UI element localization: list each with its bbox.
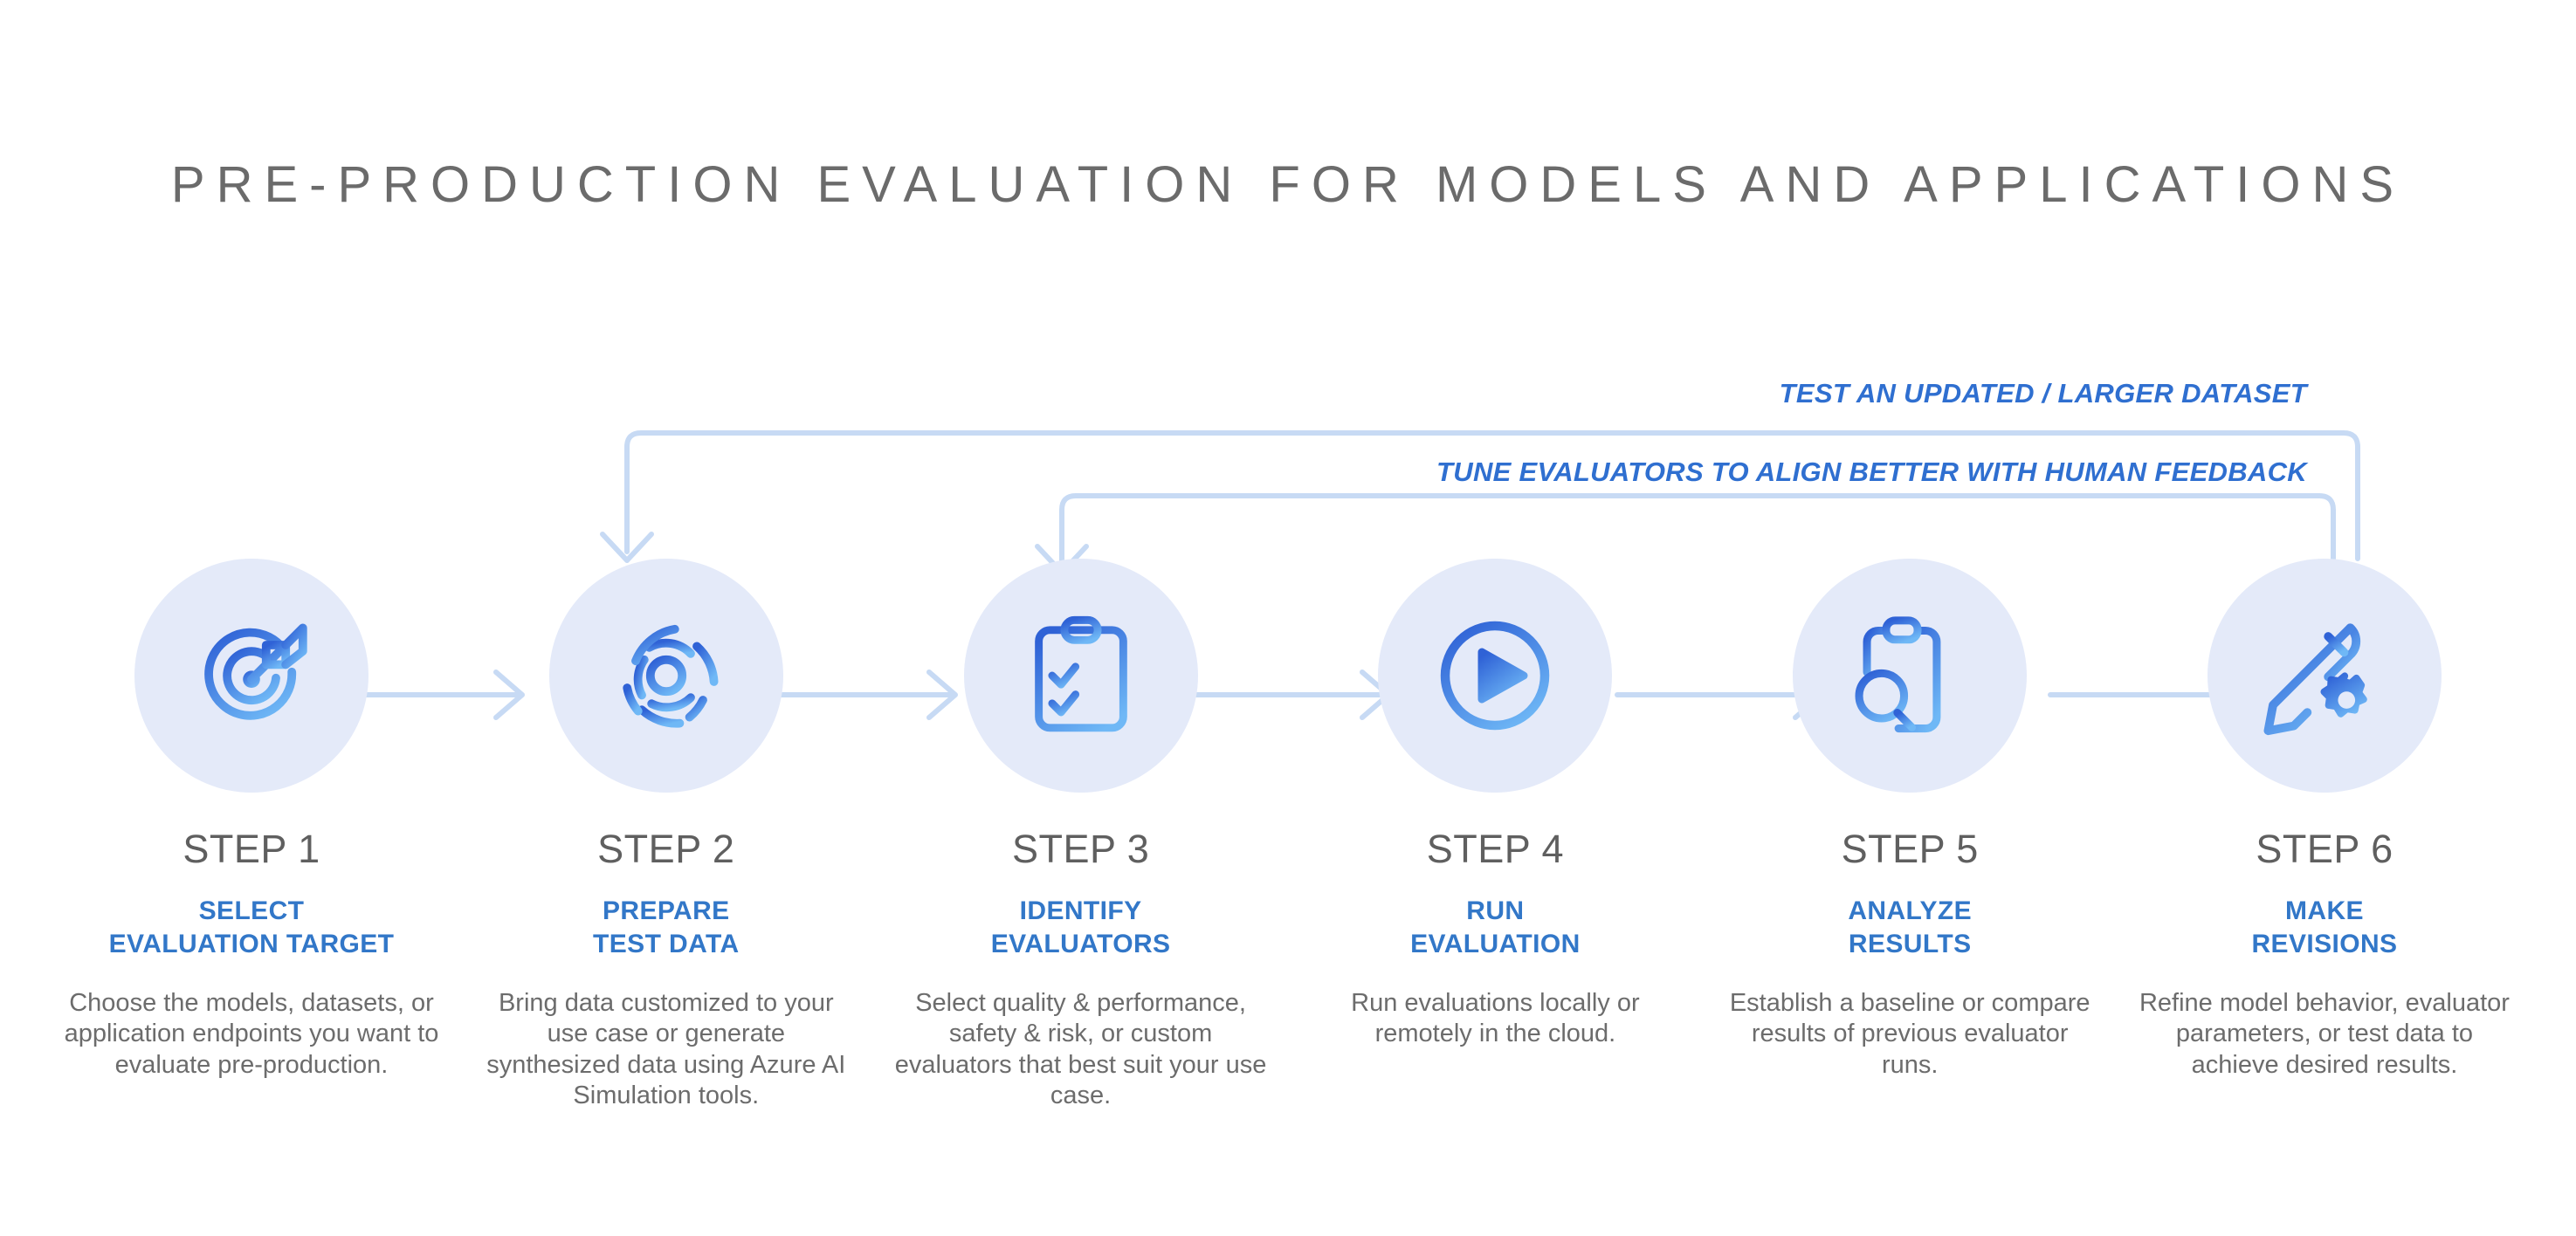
step-number-4: STEP 4 [1426, 827, 1565, 871]
step-icon-circle-3[interactable] [963, 559, 1198, 793]
step-subtitle-line: IDENTIFY [1019, 896, 1142, 925]
step-item-1[interactable]: STEP 1 SELECT EVALUATION TARGET Choose t… [54, 559, 449, 1112]
step-subtitle-line: MAKE [2285, 896, 2364, 925]
step-subtitle-line: EVALUATION [1410, 929, 1581, 958]
step-subtitle-line: PREPARE [602, 896, 730, 925]
step-number-6: STEP 6 [2256, 827, 2393, 871]
step-description-5: Establish a baseline or compare results … [1729, 989, 2090, 1079]
step-number-2: STEP 2 [597, 827, 735, 871]
step-subtitle-5: ANALYZE RESULTS [1848, 895, 1972, 960]
clipboard-checklist-icon [1034, 615, 1127, 732]
step-item-6[interactable]: STEP 6 MAKE REVISIONS Refine model behav… [2127, 559, 2522, 1112]
step-subtitle-line: EVALUATION TARGET [108, 929, 395, 958]
step-description-3: Select quality & performance, safety & r… [894, 989, 1267, 1110]
page-title: PRE-PRODUCTION EVALUATION FOR MODELS AND… [170, 156, 2406, 213]
step-subtitle-line: RESULTS [1848, 929, 1972, 958]
steps-row: STEP 1 SELECT EVALUATION TARGET Choose t… [0, 559, 2576, 1112]
step-icon-circle-6[interactable] [2207, 559, 2442, 793]
step-description-4: Run evaluations locally or remotely in t… [1351, 989, 1640, 1048]
feedback-loop-label-evaluators: TUNE EVALUATORS TO ALIGN BETTER WITH HUM… [1436, 457, 2307, 487]
feedback-loop-label-dataset: TEST AN UPDATED / LARGER DATASET [1779, 378, 2307, 409]
step-item-2[interactable]: STEP 2 PREPARE TEST DATA Bring data cust… [469, 559, 864, 1112]
pencil-gear-icon [2263, 623, 2367, 736]
feedback-loop-arrowhead-dataset [600, 532, 654, 563]
step-description-1: Choose the models, datasets, or applicat… [64, 989, 439, 1079]
step-subtitle-2: PREPARE TEST DATA [593, 895, 739, 960]
step-number-5: STEP 5 [1841, 827, 1979, 871]
step-icon-circle-2[interactable] [548, 559, 783, 793]
step-icon-circle-1[interactable] [134, 559, 368, 793]
step-item-4[interactable]: STEP 4 RUN EVALUATION Run evaluations lo… [1298, 559, 1692, 1112]
step-subtitle-line: ANALYZE [1848, 896, 1973, 925]
step-subtitle-6: MAKE REVISIONS [2251, 895, 2397, 960]
feedback-loop-path-evaluators [1059, 493, 2336, 566]
target-arrow-icon [204, 623, 307, 720]
play-circle-icon [1441, 621, 1550, 731]
step-subtitle-line: SELECT [198, 896, 305, 925]
concentric-arcs-icon [623, 624, 719, 728]
step-subtitle-line: REVISIONS [2251, 929, 2398, 958]
step-subtitle-line: TEST DATA [593, 929, 740, 958]
step-number-1: STEP 1 [183, 827, 320, 871]
clipboard-search-icon [1855, 616, 1941, 733]
step-item-3[interactable]: STEP 3 IDENTIFY EVALUATORS Select qualit… [884, 559, 1278, 1112]
step-icon-circle-4[interactable] [1378, 559, 1613, 793]
step-subtitle-line: EVALUATORS [990, 929, 1171, 958]
feedback-loop-path-dataset [624, 430, 2360, 561]
step-description-6: Refine model behavior, evaluator paramet… [2139, 989, 2510, 1079]
step-item-5[interactable]: STEP 5 ANALYZE RESULTS Establish a basel… [1712, 559, 2107, 1112]
step-number-3: STEP 3 [1011, 827, 1150, 871]
step-description-2: Bring data customized to your use case o… [486, 989, 846, 1110]
step-subtitle-line: RUN [1466, 896, 1525, 925]
step-icon-circle-5[interactable] [1793, 559, 2028, 793]
step-subtitle-4: RUN EVALUATION [1410, 895, 1581, 960]
step-subtitle-3: IDENTIFY EVALUATORS [991, 895, 1171, 960]
step-subtitle-1: SELECT EVALUATION TARGET [109, 895, 395, 960]
